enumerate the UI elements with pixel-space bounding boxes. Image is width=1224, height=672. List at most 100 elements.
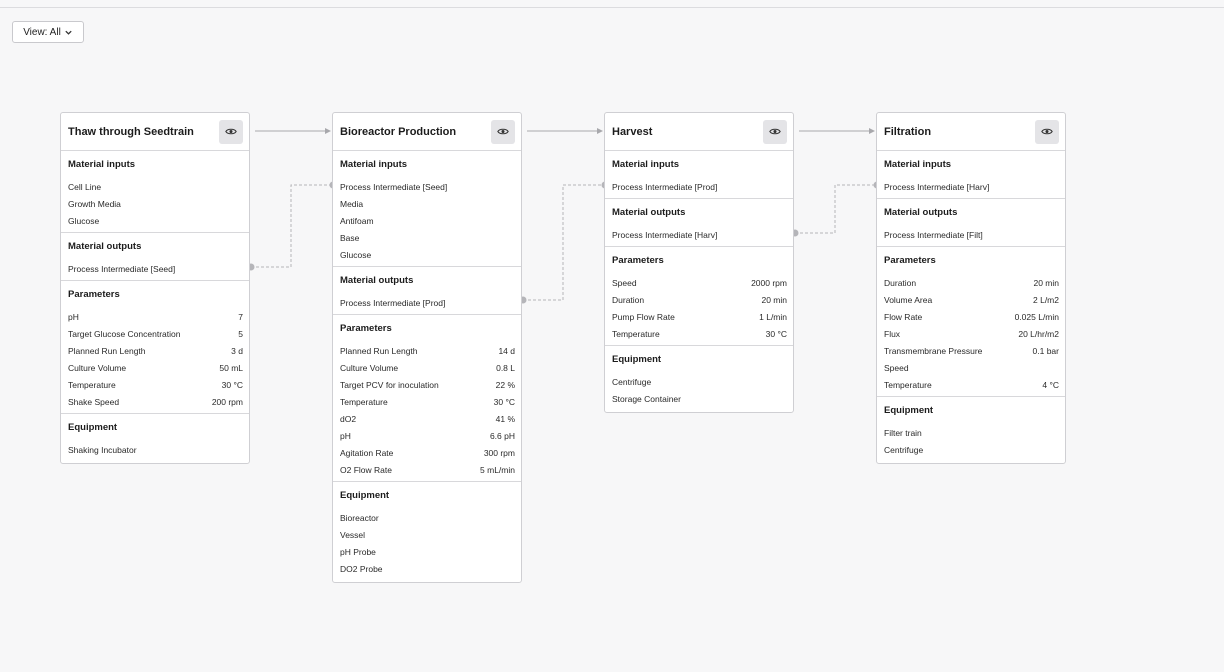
- parameter-name: Speed: [612, 278, 637, 288]
- parameter-value: 4 °C: [1042, 380, 1059, 390]
- section-title: Material inputs: [884, 159, 952, 170]
- material-outputs-item: Process Intermediate [Prod]: [340, 298, 446, 308]
- eye-icon[interactable]: [491, 119, 515, 144]
- material-link-harv: [795, 184, 877, 234]
- section-title: Equipment: [612, 354, 662, 365]
- parameter-name: Target PCV for inoculation: [340, 380, 439, 390]
- parameter-value: 6.6 pH: [489, 431, 515, 441]
- section-title: Parameters: [340, 323, 392, 334]
- parameter-value: 2000 rpm: [751, 278, 787, 288]
- material-link-seed: [251, 184, 333, 268]
- parameter-name: Volume Area: [884, 295, 933, 305]
- parameter-name: Duration: [884, 278, 917, 288]
- parameter-name: Flow Rate: [884, 312, 923, 322]
- parameter-row: Flux 20 L/hr/m2: [884, 326, 1059, 343]
- section-title: Parameters: [612, 255, 664, 266]
- card-header: Thaw through Seedtrain: [61, 113, 249, 151]
- parameter-name: Flux: [884, 329, 901, 339]
- parameter-name: Speed: [884, 363, 909, 373]
- equipment-item: Storage Container: [612, 394, 681, 404]
- parameter-row: Speed: [884, 360, 1059, 377]
- parameter-name: Temperature: [612, 329, 660, 339]
- parameter-name: Transmembrane Pressure: [884, 346, 983, 356]
- material-link-prod: [523, 184, 605, 301]
- equipment-item: pH Probe: [340, 547, 376, 557]
- parameter-row: Speed 2000 rpm: [612, 275, 787, 292]
- parameter-value: 14 d: [498, 346, 515, 356]
- parameter-name: Shake Speed: [68, 397, 120, 407]
- material-outputs-item: Process Intermediate [Filt]: [884, 230, 983, 240]
- parameter-row: Duration 20 min: [884, 275, 1059, 292]
- section-title: Material outputs: [884, 207, 958, 218]
- parameter-name: Temperature: [340, 397, 388, 407]
- parameter-value: 50 mL: [219, 363, 243, 373]
- material-inputs-item: Process Intermediate [Prod]: [612, 182, 718, 192]
- section-title: Equipment: [884, 405, 934, 416]
- card-title: Filtration: [884, 125, 932, 138]
- eye-icon[interactable]: [1035, 119, 1059, 144]
- equipment-item: Centrifuge: [884, 445, 924, 455]
- parameter-name: O2 Flow Rate: [340, 465, 392, 475]
- parameter-value: 1 L/min: [759, 312, 787, 322]
- parameter-value: 30 °C: [493, 397, 515, 407]
- parameter-value: 200 rpm: [211, 397, 243, 407]
- eye-icon[interactable]: [219, 119, 243, 144]
- parameter-name: Planned Run Length: [340, 346, 418, 356]
- section-title: Material inputs: [612, 159, 680, 170]
- material-inputs-item: Process Intermediate [Seed]: [340, 182, 448, 192]
- equipment-item: Filter train: [884, 428, 922, 438]
- section-title: Parameters: [884, 255, 936, 266]
- material-outputs-item: Process Intermediate [Harv]: [612, 230, 718, 240]
- parameter-value: 20 L/hr/m2: [1018, 329, 1059, 339]
- equipment-item: Shaking Incubator: [68, 445, 137, 455]
- parameter-name: Temperature: [68, 380, 116, 390]
- parameter-value: 20 min: [761, 295, 787, 305]
- material-inputs-item: Growth Media: [68, 199, 121, 209]
- parameter-value: 300 rpm: [483, 448, 515, 458]
- section-title: Equipment: [68, 422, 118, 433]
- parameter-value: 30 °C: [765, 329, 787, 339]
- equipment-item: Bioreactor: [340, 513, 379, 523]
- parameter-value: 20 min: [1033, 278, 1059, 288]
- parameter-name: Target Glucose Concentration: [68, 329, 181, 339]
- parameter-row: Duration 20 min: [612, 292, 787, 309]
- view-filter-dropdown[interactable]: View: All: [12, 21, 84, 43]
- chevron-down-icon: [65, 30, 72, 35]
- parameter-value: 0.1 bar: [1032, 346, 1059, 356]
- parameter-row: Temperature 30 °C: [340, 394, 515, 411]
- equipment-item: Centrifuge: [612, 377, 652, 387]
- parameter-name: Agitation Rate: [340, 448, 394, 458]
- section-title: Material outputs: [68, 241, 142, 252]
- material-inputs-item: Antifoam: [340, 216, 374, 226]
- equipment-item: DO2 Probe: [340, 564, 383, 574]
- parameter-row: Temperature 30 °C: [612, 326, 787, 343]
- eye-icon[interactable]: [763, 119, 787, 144]
- parameter-row: Shake Speed 200 rpm: [68, 394, 243, 411]
- parameter-name: Duration: [612, 295, 645, 305]
- parameter-row: Transmembrane Pressure 0.1 bar: [884, 343, 1059, 360]
- parameter-value: 7: [238, 312, 243, 322]
